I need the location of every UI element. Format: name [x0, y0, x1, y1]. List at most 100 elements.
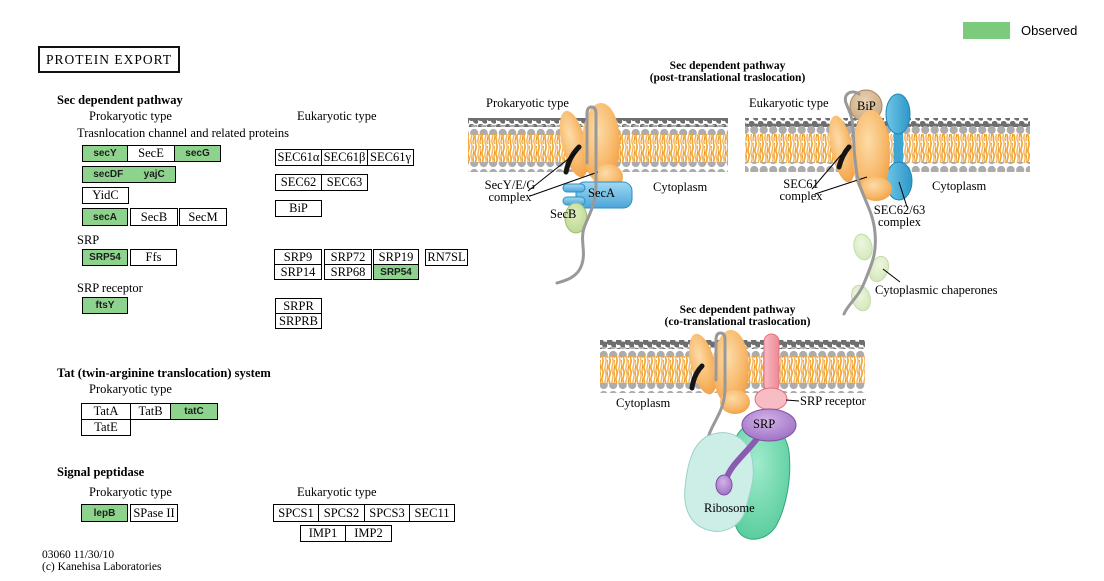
gene-box-sec63[interactable]: SEC63: [321, 174, 368, 191]
chaperones-pointer-line: [882, 268, 901, 283]
srp-receptor-protein: [754, 333, 788, 411]
gene-box-srp68[interactable]: SRP68: [324, 264, 372, 280]
gene-box-sec61b[interactable]: SEC61β: [321, 149, 368, 166]
signal-peptide: [836, 144, 852, 170]
gene-label-yajc: yajC: [143, 169, 165, 180]
gene-box-lepb[interactable]: lepB: [81, 504, 128, 522]
co-translational-heading: Sec dependent pathway (co-translational …: [664, 304, 811, 328]
sec61-left-subunit: [829, 115, 855, 183]
gene-label-secdf: secDF: [93, 169, 124, 180]
prokaryotic-type-label: Prokaryotic type: [89, 109, 172, 123]
gene-box-srp54-prok[interactable]: SRP54: [82, 249, 128, 266]
sec-pathway-heading: Sec dependent pathway: [57, 93, 183, 107]
sec6263-complex: [885, 93, 913, 201]
srp-protein: [741, 408, 797, 442]
secyeg-complex-label: SecY/E/G complex: [484, 178, 536, 204]
sp-eukaryotic-type-label: Eukaryotic type: [297, 485, 377, 499]
gene-box-tata[interactable]: TatA: [81, 403, 131, 420]
gene-box-sec11[interactable]: SEC11: [409, 504, 455, 522]
gene-box-sece[interactable]: SecE: [127, 145, 175, 162]
signal-peptidase-heading: Signal peptidase: [57, 465, 145, 479]
copyright: (c) Kanehisa Laboratories: [42, 561, 162, 573]
euk-type-label: Eukaryotic type: [749, 96, 829, 110]
tat-prokaryotic-type-label: Prokaryotic type: [89, 382, 172, 396]
observed-legend-swatch: [963, 22, 1010, 39]
gene-box-srpr[interactable]: SRPR: [275, 298, 322, 314]
srp-diagram-label: SRP: [753, 417, 776, 431]
prok-type-label: Prokaryotic type: [486, 96, 569, 110]
seca-protein: [562, 181, 633, 209]
gene-box-tatb[interactable]: TatB: [130, 403, 171, 420]
nascent-chain: [842, 90, 877, 316]
gene-box-secdf-yajc[interactable]: secDF yajC: [82, 166, 176, 183]
bip-label: BiP: [857, 99, 876, 113]
gene-box-sec61g[interactable]: SEC61γ: [367, 149, 414, 166]
gene-box-secm[interactable]: SecM: [179, 208, 227, 226]
seca-label: SecA: [588, 186, 616, 200]
gene-box-imp2[interactable]: IMP2: [345, 525, 392, 542]
nascent-chain: [555, 105, 598, 285]
translocon-main-subunit: [713, 330, 749, 406]
gene-box-ftsy[interactable]: ftsY: [82, 297, 128, 314]
gene-box-srp9[interactable]: SRP9: [274, 249, 322, 265]
gene-box-tatc[interactable]: tatC: [170, 403, 218, 420]
gene-box-spcs3[interactable]: SPCS3: [364, 504, 410, 522]
gene-box-seca[interactable]: secA: [82, 208, 128, 226]
sp-prokaryotic-type-label: Prokaryotic type: [89, 485, 172, 499]
cytoplasm-label-co: Cytoplasm: [616, 396, 671, 410]
gene-box-bip[interactable]: BiP: [275, 200, 322, 217]
gene-box-yidc[interactable]: YidC: [82, 187, 129, 204]
gene-box-secg[interactable]: secG: [174, 145, 221, 162]
prokaryotic-sec-diagram: [468, 103, 728, 285]
gene-box-srprb[interactable]: SRPRB: [275, 313, 322, 329]
gene-box-ffs[interactable]: Ffs: [130, 249, 177, 266]
secb-label: SecB: [550, 207, 577, 221]
gene-box-sec61a[interactable]: SEC61α: [275, 149, 322, 166]
sec61-main-subunit: [852, 110, 890, 198]
map-number-date: 03060 11/30/10: [42, 549, 115, 561]
gene-box-spcs1[interactable]: SPCS1: [273, 504, 319, 522]
gene-box-spcs2[interactable]: SPCS2: [318, 504, 365, 522]
gene-box-secb[interactable]: SecB: [130, 208, 178, 226]
chaperone-1: [853, 233, 873, 261]
gene-box-srp72[interactable]: SRP72: [324, 249, 372, 265]
gene-box-srp54-euk[interactable]: SRP54: [373, 264, 419, 280]
srp-receptor-label: SRP receptor: [77, 281, 143, 295]
sec61-lower-lobe: [860, 177, 892, 201]
sec61-complex-label: SEC61 complex: [779, 177, 823, 203]
signal-peptide: [563, 144, 582, 175]
cytoplasm-label-prok: Cytoplasm: [653, 180, 708, 194]
gene-box-sec62[interactable]: SEC62: [275, 174, 322, 191]
gene-box-srp14[interactable]: SRP14: [274, 264, 322, 280]
secyeg-pointer-line-2: [529, 171, 599, 197]
nascent-chain: [705, 331, 727, 450]
tat-system-heading: Tat (twin-arginine translocation) system: [57, 366, 271, 380]
translocation-channel-label: Trasnlocation channel and related protei…: [77, 126, 289, 140]
post-translational-heading: Sec dependent pathway (post-translationa…: [649, 60, 806, 84]
pathway-title-box[interactable]: PROTEIN EXPORT: [38, 46, 180, 73]
gene-box-srp19[interactable]: SRP19: [373, 249, 419, 265]
sec6263-complex-label: SEC62/63 complex: [873, 203, 926, 229]
cytoplasmic-chaperones-label: Cytoplasmic chaperones: [875, 283, 998, 297]
sec61-pointer-line-1: [811, 154, 842, 190]
gene-box-rn7sl[interactable]: RN7SL: [425, 249, 468, 266]
post-translational-diagram: [745, 89, 1030, 316]
gene-box-secy[interactable]: secY: [82, 145, 128, 162]
srp-receptor-pointer-line: [785, 399, 800, 402]
gene-box-spase2[interactable]: SPase II: [130, 504, 178, 522]
sec6263-pointer-line: [898, 181, 908, 208]
srp-receptor-diagram-label: SRP receptor: [800, 394, 866, 408]
srp-label: SRP: [77, 233, 100, 247]
ribosome-label: Ribosome: [704, 501, 755, 515]
translocon-lower-lobe: [720, 390, 750, 414]
signal-peptide: [689, 363, 705, 391]
srp-stalk-tip: [715, 474, 733, 496]
secyeg-pointer-line-1: [527, 151, 578, 192]
eukaryotic-type-label: Eukaryotic type: [297, 109, 377, 123]
gene-box-tate[interactable]: TatE: [81, 419, 131, 436]
cytoplasm-label-euk: Cytoplasm: [932, 179, 987, 193]
secyeg-left-subunit: [559, 110, 589, 178]
gene-box-imp1[interactable]: IMP1: [300, 525, 346, 542]
co-translational-diagram: [600, 330, 865, 540]
